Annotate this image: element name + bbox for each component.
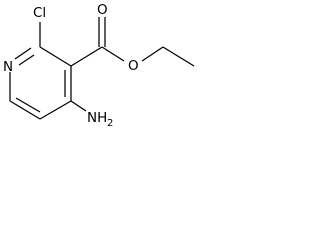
ester-oxygen-label: O	[128, 58, 139, 74]
bond-ester-o-ch2	[141, 46, 164, 62]
amino-group-label: NH	[87, 110, 107, 126]
bond-carbonyl-ester-o	[101, 46, 125, 62]
bond-c4-c5	[39, 100, 72, 120]
chemical-structure: N Cl O O NH 2	[0, 0, 220, 140]
bond-n1-c2	[14, 47, 32, 60]
chlorine-label: Cl	[33, 5, 46, 21]
bond-c3-carbonyl	[70, 46, 103, 67]
bond-c5-c6	[9, 100, 41, 120]
double-bond-inner-n1-c2	[18, 54, 35, 66]
bond-c2-c3	[39, 46, 72, 67]
bond-ch2-ch3	[162, 46, 195, 67]
double-bond-inner-c5-c6	[15, 97, 41, 113]
molecule-drawing: N Cl O O NH 2	[3, 2, 195, 129]
ring-nitrogen-label: N	[3, 59, 13, 75]
bond-c4-nh2	[70, 100, 87, 112]
amino-hydrogen-subscript: 2	[107, 118, 113, 129]
carbonyl-oxygen-label: O	[97, 2, 108, 18]
